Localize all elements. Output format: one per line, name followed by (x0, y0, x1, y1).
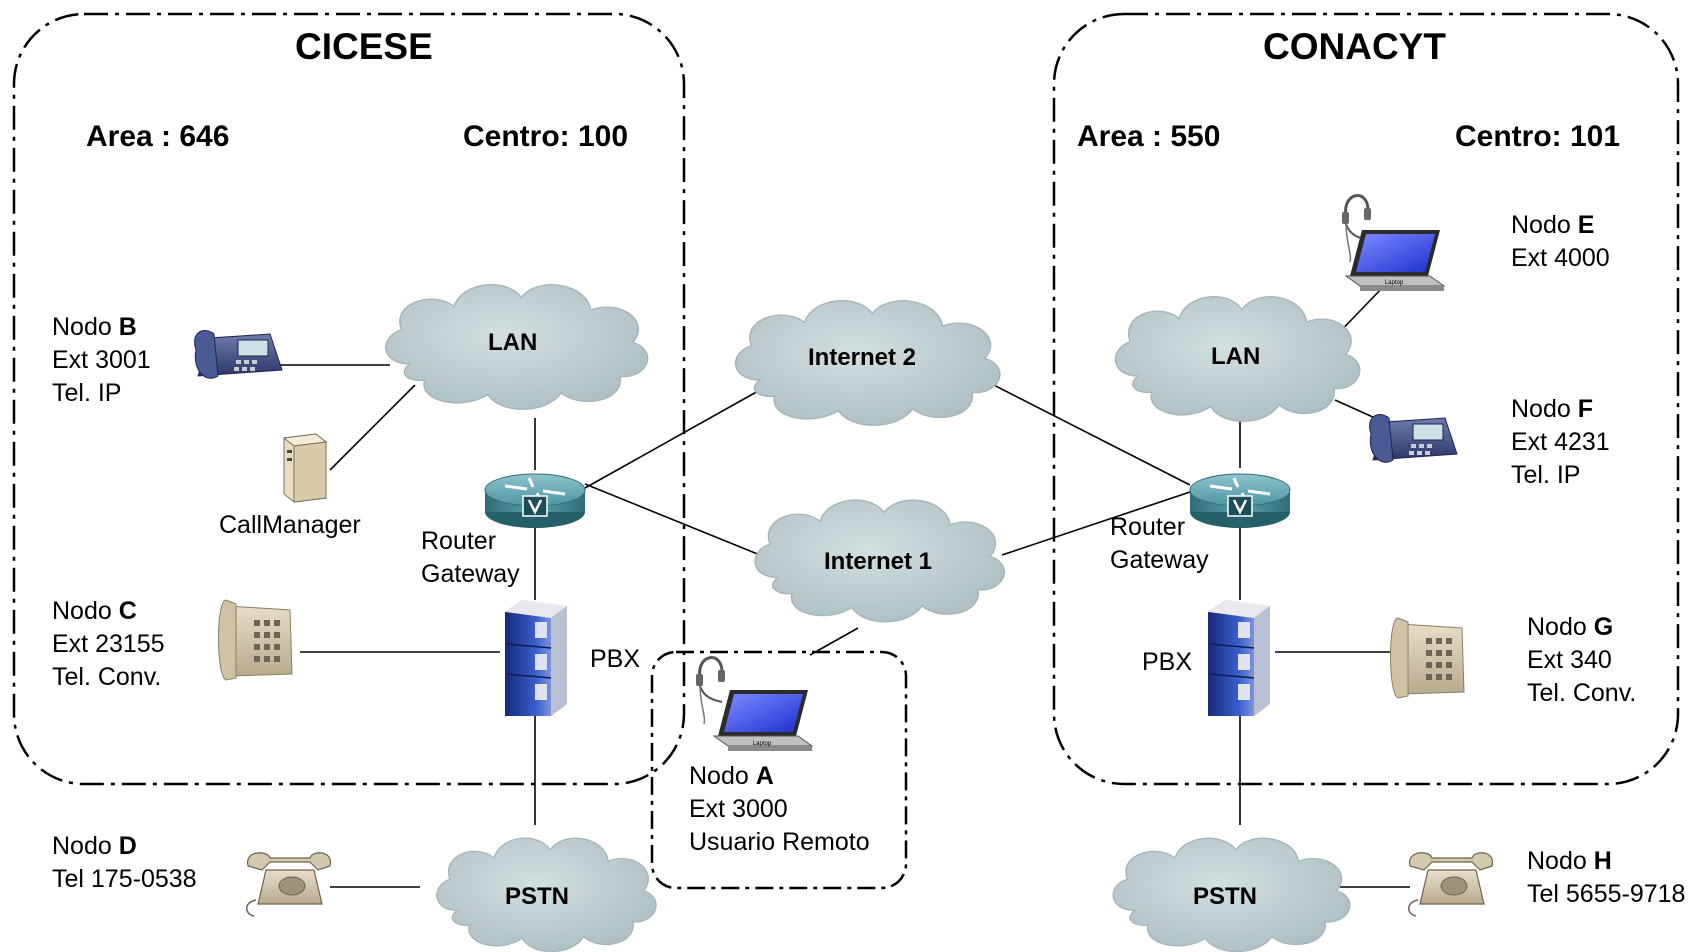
node-e-laptop-caption: Laptop (1385, 280, 1404, 286)
cicese-lan-label: LAN (488, 329, 538, 356)
cicese-centro-label: Centro: 100 (463, 120, 629, 153)
conacyt-lan-label: LAN (1211, 343, 1261, 370)
link-internet1-remote (809, 627, 859, 656)
cicese-boundary (12, 12, 686, 786)
node-e-label: Nodo E Ext 4000 (1511, 211, 1610, 272)
node-h-label: Nodo H Tel 5655-9718 (1527, 847, 1686, 908)
cicese-pbx-icon (504, 599, 568, 717)
conacyt-title: CONACYT (1263, 26, 1446, 67)
internet1-label: Internet 1 (824, 548, 933, 575)
cicese-pbx-label: PBX (590, 645, 641, 673)
node-a-label: Nodo A Ext 3000 Usuario Remoto (689, 762, 870, 856)
conacyt-pbx-icon (1207, 599, 1271, 717)
cicese-area-label: Area : 646 (86, 120, 230, 153)
node-h-pstn-phone-icon (1407, 851, 1494, 917)
link-server-lan (329, 384, 416, 471)
node-g-label: Nodo G Ext 340 Tel. Conv. (1527, 613, 1637, 707)
conacyt-pbx-label: PBX (1142, 648, 1193, 676)
link-router-internet1 (584, 483, 761, 556)
node-a-laptop-caption: Laptop (753, 741, 772, 747)
node-b-ip-phone-icon (194, 330, 283, 379)
conacyt-boundary (1052, 12, 1680, 786)
callmanager-label: CallManager (219, 511, 361, 539)
node-d-pstn-phone-icon (245, 851, 332, 917)
node-a-headset-icon (694, 656, 727, 726)
conacyt-pstn-label: PSTN (1193, 883, 1258, 910)
node-c-conventional-phone-icon (218, 599, 293, 681)
link-internet1-router-conacyt (1001, 491, 1191, 556)
cicese-pstn-label: PSTN (505, 883, 570, 910)
callmanager-server-icon (283, 433, 327, 503)
conacyt-area-label: Area : 550 (1077, 120, 1221, 153)
conacyt-centro-label: Centro: 101 (1455, 120, 1621, 153)
node-f-ip-phone-icon (1369, 414, 1458, 463)
link-lan-phone-f (1334, 399, 1376, 419)
remote-user-boundary (650, 650, 908, 890)
node-b-label: Nodo B Ext 3001 Tel. IP (52, 313, 151, 407)
cicese-router-icon (483, 472, 587, 530)
connection-lines (280, 284, 1410, 888)
node-d-label: Nodo D Tel 175-0538 (52, 832, 197, 893)
internet2-label: Internet 2 (808, 344, 917, 371)
node-c-label: Nodo C Ext 23155 Tel. Conv. (52, 597, 165, 691)
node-f-label: Nodo F Ext 4231 Tel. IP (1511, 395, 1610, 489)
link-router-internet2 (584, 389, 761, 489)
link-internet2-router-conacyt (979, 377, 1191, 486)
node-g-conventional-phone-icon (1390, 617, 1465, 699)
cicese-title: CICESE (295, 26, 433, 67)
